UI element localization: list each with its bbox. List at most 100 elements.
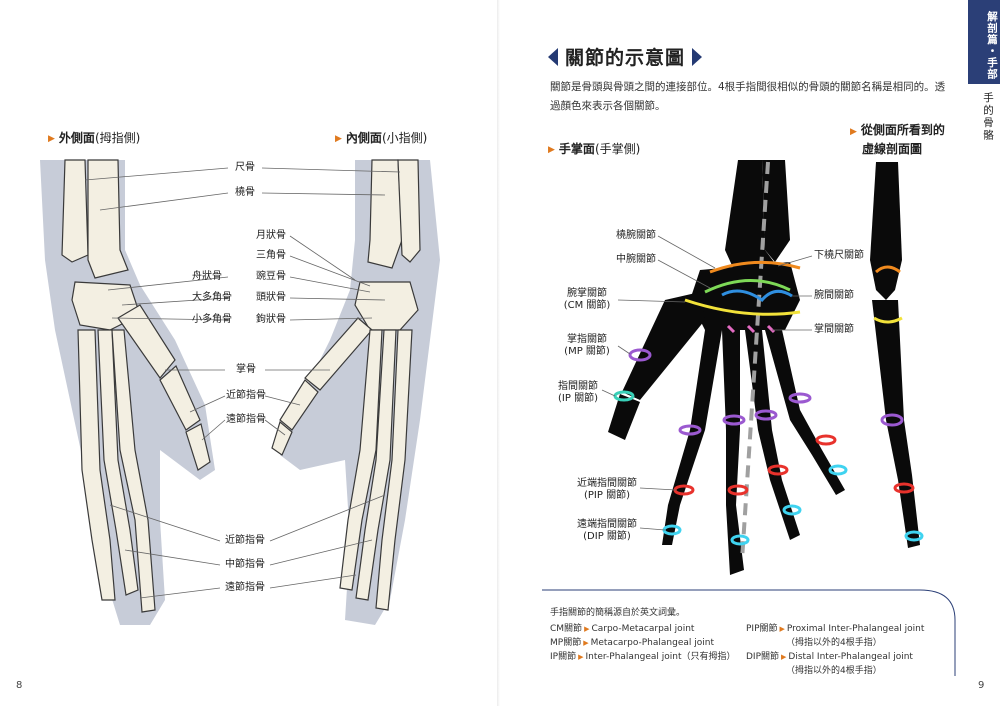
- label-lunate: 月狀骨: [256, 230, 286, 241]
- mp-joint-4: [788, 392, 812, 404]
- label-distal-phalanx-2: 遠節指骨: [225, 582, 265, 593]
- label-proximal-phalanx-2: 近節指骨: [225, 535, 265, 546]
- dip-joint-3: [782, 504, 802, 516]
- chapter-tab: 解剖篇・手部: [968, 0, 1000, 84]
- page-number-right: 9: [978, 680, 985, 691]
- cross-mp: [880, 413, 904, 427]
- right-page: 解剖篇・手部 手的骨骼 關節的示意圖 關節是骨頭與骨頭之間的連接部位。4根手指間…: [500, 0, 1000, 706]
- triangle-arrow-icon: ▶: [583, 639, 589, 647]
- cm-joint: [684, 298, 801, 316]
- dip-joint-2: [730, 534, 750, 546]
- intermetacarpal-joint: [726, 324, 776, 334]
- lateral-view-label: ▶外側面(拇指側): [48, 131, 141, 145]
- page-number-left: 8: [16, 680, 23, 691]
- palm-view-label: ▶手掌面(手掌側): [548, 142, 641, 156]
- bracket-right-icon: [692, 47, 703, 66]
- label-cm-joint: 腕掌關節 (CM 關節): [563, 288, 611, 311]
- label-intermetacarpal: 掌間關節: [814, 324, 854, 335]
- joint-diagram: [542, 160, 956, 676]
- mp-joint-1: [678, 424, 702, 436]
- chapter-subtitle: 手的骨骼: [982, 92, 994, 142]
- left-forearm-bones: [61, 159, 211, 613]
- triangle-arrow-icon: ▶: [335, 134, 342, 144]
- left-radius: [87, 159, 129, 279]
- triangle-arrow-icon: ▶: [781, 653, 787, 661]
- right-finger-3: [339, 329, 383, 591]
- notes-heading: 手指關節的簡稱源自於英文詞彙。: [550, 608, 686, 618]
- right-forearm-bones: [271, 159, 421, 611]
- triangle-arrow-icon: ▶: [578, 653, 584, 661]
- joint-leader-lines: [601, 235, 813, 531]
- thumb-mp-joint: [628, 348, 652, 362]
- label-metacarpal: 掌骨: [236, 364, 256, 375]
- mp-joint-2: [722, 414, 746, 426]
- label-intercarpal: 腕間關節: [814, 290, 854, 301]
- right-ulna: [397, 159, 421, 263]
- intercarpal-joint: [721, 289, 793, 302]
- left-finger-2: [97, 329, 139, 596]
- triangle-arrow-icon: ▶: [850, 127, 857, 137]
- right-shadow-silhouette: [280, 160, 440, 625]
- cross-section-title: ▶從側面所看到的 虛線剖面圖: [850, 123, 945, 156]
- label-triquetrum: 三角骨: [256, 250, 286, 261]
- pip-joint-4: [815, 434, 837, 446]
- label-middle-phalanx: 中節指骨: [225, 559, 265, 570]
- left-thumb-distal: [185, 423, 211, 471]
- label-trapezium: 大多角骨: [192, 292, 232, 303]
- note-pip: PIP關節▶Proximal Inter-Phalangeal joint: [746, 624, 925, 634]
- triangle-arrow-icon: ▶: [779, 625, 785, 633]
- label-dip-joint: 遠端指間關節 (DIP 關節): [577, 519, 637, 542]
- left-finger-1: [77, 329, 116, 601]
- dip-joint-4: [828, 464, 848, 476]
- note-dip: DIP關節▶Distal Inter-Phalangeal joint: [746, 652, 913, 662]
- right-finger-2: [355, 329, 397, 601]
- medial-view-label: ▶內側面(小指側): [335, 131, 428, 145]
- cross-radiocarpal: [874, 265, 901, 274]
- label-ulna: 尺骨: [235, 162, 255, 173]
- leader-lines: [84, 167, 401, 599]
- intro-paragraph: 關節是骨頭與骨頭之間的連接部位。4根手指間很相似的骨頭的關節名稱是相同的。透過顏…: [550, 81, 946, 112]
- right-radius: [367, 159, 403, 269]
- right-thumb-metacarpal: [304, 317, 373, 391]
- label-trapezoid: 小多角骨: [192, 314, 232, 325]
- label-hamate: 鉤狀骨: [256, 314, 286, 325]
- label-pisiform: 豌豆骨: [256, 271, 286, 282]
- triangle-arrow-icon: ▶: [48, 134, 55, 144]
- section-dash-line: [740, 161, 770, 561]
- notes-frame: [542, 589, 956, 676]
- left-ulna: [61, 159, 89, 263]
- pip-joint-2: [727, 484, 749, 496]
- label-distal-radioulnar: 下橈尺關節: [814, 250, 864, 261]
- label-scaphoid: 舟狀骨: [192, 271, 222, 282]
- note-pip-detail: （拇指以外的4根手指）: [786, 638, 882, 648]
- cross-cm: [873, 316, 903, 324]
- note-ip: IP關節▶Inter-Phalangeal joint（只有拇指）: [550, 652, 736, 662]
- note-mp: MP關節▶Metacarpo-Phalangeal joint: [550, 638, 714, 648]
- right-thumb-distal: [271, 420, 293, 456]
- pip-joint-3: [767, 464, 789, 476]
- label-radiocarpal: 橈腕關節: [616, 230, 656, 241]
- left-thumb-proximal: [159, 365, 201, 431]
- label-mp-joint: 掌指關節 (MP 關節): [564, 334, 610, 357]
- left-finger-3: [111, 329, 156, 613]
- triangle-arrow-icon: ▶: [548, 145, 555, 155]
- label-midcarpal: 中腕關節: [616, 254, 656, 265]
- label-proximal-phalanx: 近節指骨: [226, 390, 266, 401]
- label-radius: 橈骨: [235, 187, 255, 198]
- note-dip-detail: （拇指以外的4根手指）: [786, 666, 882, 676]
- note-cm: CM關節▶Carpo-Metacarpal joint: [550, 624, 695, 634]
- left-page: ▶外側面(拇指側) ▶內側面(小指側): [16, 131, 440, 691]
- bracket-left-icon: [548, 47, 558, 66]
- label-capitate: 頭狀骨: [256, 292, 286, 303]
- cross-dip: [904, 530, 924, 542]
- page-title: 關節的示意圖: [548, 43, 703, 70]
- label-ip-joint: 指間關節 (IP 關節): [558, 381, 598, 404]
- label-distal-phalanx: 遠節指骨: [226, 414, 266, 425]
- right-finger-1: [375, 329, 413, 611]
- triangle-arrow-icon: ▶: [584, 625, 590, 633]
- mp-joint-3: [754, 409, 778, 421]
- left-thumb-metacarpal: [117, 304, 176, 379]
- label-pip-joint: 近端指間關節 (PIP 關節): [577, 478, 637, 501]
- joint-markers: [613, 260, 924, 546]
- radiocarpal-joint: [709, 260, 801, 274]
